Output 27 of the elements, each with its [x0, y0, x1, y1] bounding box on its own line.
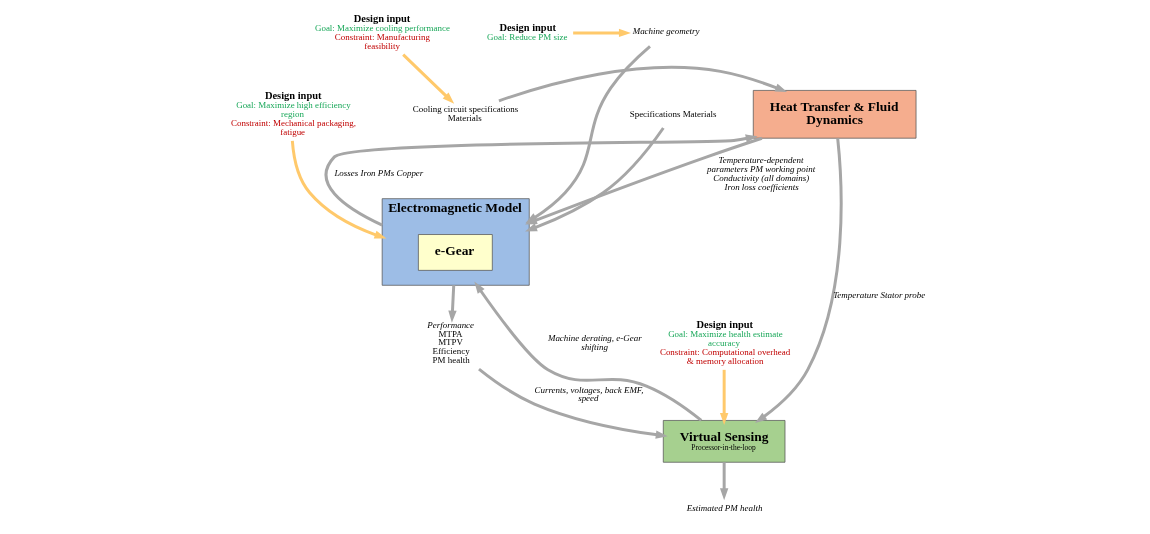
- edge-label: Machine derating, e-Gear shifting: [547, 333, 642, 352]
- edge-label: Currents, voltages, back EMF, speed: [534, 384, 644, 404]
- node-text: Design input Goal: Maximize cooling performance Constraint: Manufacturing feasibility: [314, 12, 450, 52]
- arrow: [719, 462, 729, 501]
- arrow: [498, 65, 788, 103]
- edge-label: Losses Iron PMs Copper: [334, 168, 424, 179]
- arrow: [448, 285, 457, 323]
- node-box: e-Gear: [418, 234, 493, 271]
- arrow: [290, 140, 387, 239]
- node-box: Heat Transfer & Fluid Dynamics: [752, 90, 917, 139]
- node-text: Machine geometry: [632, 26, 700, 37]
- arrow: [474, 281, 703, 422]
- arrow: [478, 367, 668, 439]
- node-text: Design input Goal: Maximize high efficiency region Constraint: Mechanical packaging, fatigue: [230, 89, 357, 137]
- arrow: [719, 369, 729, 425]
- edge-label: Temperature Stator probe: [833, 289, 926, 300]
- arrow: [573, 28, 631, 38]
- node-text: Design input Goal: Reduce PM size: [487, 21, 568, 43]
- node-text: Estimated PM health: [686, 502, 763, 513]
- node-box: Virtual Sensing Processor-in-the-loop: [662, 420, 786, 463]
- edge-label: Temperature-dependent parameters PM working point Conductivity (all domains) Iron loss coefficients: [706, 155, 816, 193]
- arrow: [755, 138, 843, 424]
- arrow: [402, 53, 455, 104]
- node-text: Specifications Materials: [629, 108, 717, 119]
- node-text: Design input Goal: Maximize health estimate accuracy Constraint: Computational overhead & memory allocation: [659, 319, 791, 367]
- node-text: Cooling circuit specifications Materials: [412, 103, 519, 124]
- node-text: Performance MTPA MTPV Efficiency PM health: [427, 319, 475, 366]
